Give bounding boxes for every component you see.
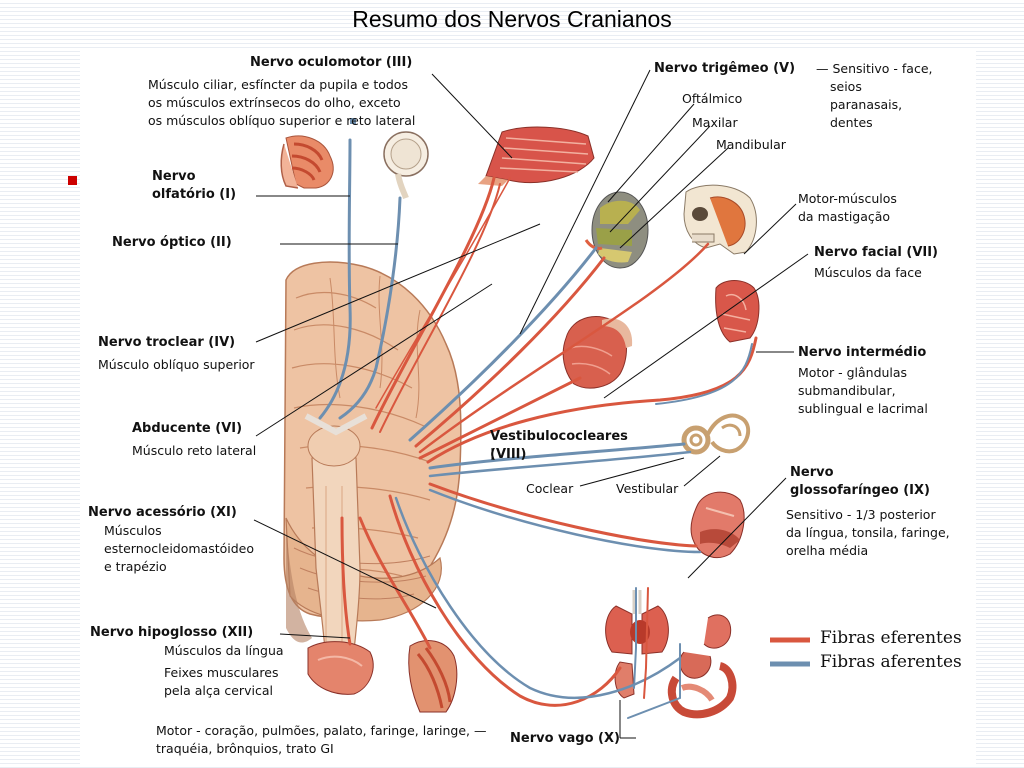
oral-pharynx-illustration (690, 491, 745, 558)
label-trigeminal-ophthalmic: Oftálmico (682, 91, 743, 106)
label-accessory-desc-2: esternocleidomastóideo (104, 541, 255, 556)
tongue-hyoid-illustration (307, 641, 374, 695)
label-trigeminal-motor-2: da mastigação (798, 209, 891, 224)
label-oculomotor-desc-1: Músculo ciliar, esfíncter da pupila e to… (148, 77, 408, 92)
brain-illustration (283, 261, 462, 689)
diagram-panel: Nervo oculomotor (III) Músculo ciliar, e… (80, 48, 976, 764)
nerve-fibers (318, 138, 758, 719)
intermediate-nerve-head-illustration (715, 280, 760, 343)
inner-ear-illustration (681, 413, 751, 455)
label-trigeminal-desc-2: seios (830, 79, 862, 94)
label-vagus-desc-1: Motor - coração, pulmões, palato, faring… (156, 723, 487, 738)
label-oculomotor-name: Nervo oculomotor (III) (250, 55, 413, 70)
label-oculomotor-desc-2: os músculos extrínsecos do olho, exceto (148, 95, 401, 110)
trigeminal-face-illustration (584, 191, 649, 269)
label-olfactory-name-1: Nervo (152, 169, 196, 184)
label-abducens-name: Abducente (VI) (132, 421, 243, 436)
label-vagus-name: Nervo vago (X) (510, 731, 620, 746)
label-cochlear: Coclear (526, 481, 574, 496)
label-trigeminal-motor-1: Motor-músculos (798, 191, 897, 206)
label-glossopharyngeal-name-1: Nervo (790, 465, 834, 480)
slide-title: Resumo dos Nervos Cranianos (352, 6, 672, 32)
label-intermediate-desc-1: Motor - glândulas (798, 365, 908, 380)
label-trochlear-desc: Músculo oblíquo superior (98, 357, 255, 372)
label-intermediate-name: Nervo intermédio (798, 345, 927, 360)
label-glossopharyngeal-desc-3: orelha média (786, 543, 869, 558)
label-olfactory-name-2: olfatório (I) (152, 187, 237, 202)
label-trochlear-name: Nervo troclear (IV) (98, 335, 236, 350)
label-accessory-desc-3: e trapézio (104, 559, 167, 574)
label-glossopharyngeal-desc-2: da língua, tonsila, faringe, (786, 525, 950, 540)
label-glossopharyngeal-name-2: glossofaríngeo (IX) (790, 483, 930, 498)
label-optic-name: Nervo óptico (II) (112, 235, 232, 250)
label-intermediate-desc-3: sublingual e lacrimal (798, 401, 928, 416)
label-facial-desc: Músculos da face (814, 265, 922, 280)
label-abducens-desc: Músculo reto lateral (132, 443, 257, 458)
label-vagus-desc-2: traquéia, brônquios, trato GI (156, 741, 334, 756)
label-intermediate-desc-2: submandibular, (798, 383, 896, 398)
label-accessory-desc-1: Músculos (104, 523, 162, 538)
label-vestibulocochlear-name-2: (VIII) (490, 447, 527, 462)
label-hypoglossal-desc-3: pela alça cervical (164, 683, 273, 698)
label-trigeminal-desc-4: dentes (830, 115, 873, 130)
label-accessory-name: Nervo acessório (XI) (88, 505, 237, 520)
label-vestibular: Vestibular (616, 481, 679, 496)
cranial-nerves-illustration (253, 69, 810, 739)
label-glossopharyngeal-desc-1: Sensitivo - 1/3 posterior (786, 507, 936, 522)
label-vestibulocochlear-name-1: Vestibulococleares (490, 429, 628, 444)
nose-olfactory-illustration (280, 135, 334, 189)
label-hypoglossal-desc-1: Músculos da língua (164, 643, 284, 658)
label-trigeminal-name: Nervo trigêmeo (V) (654, 61, 796, 76)
skull-mastication-illustration (683, 184, 757, 255)
label-trigeminal-mandibular: Mandibular (716, 137, 786, 152)
label-facial-name: Nervo facial (VII) (814, 245, 939, 260)
neck-muscles-illustration (408, 640, 458, 713)
orbit-muscles-illustration (478, 126, 595, 186)
label-hypoglossal-desc-2: Feixes musculares (164, 665, 279, 680)
leader-lines (253, 69, 809, 739)
label-trigeminal-maxillary: Maxilar (692, 115, 738, 130)
label-trigeminal-desc-1: — Sensitivo - face, (816, 61, 933, 76)
eyeball-illustration (383, 131, 429, 200)
label-trigeminal-desc-3: paranasais, (830, 97, 903, 112)
facial-muscles-head-illustration (562, 316, 633, 389)
label-oculomotor-desc-3: os músculos oblíquo superior e reto late… (148, 113, 416, 128)
scalp-icon-small (350, 118, 356, 124)
digestive-tract-illustration (667, 614, 737, 719)
bullet-marker (68, 176, 77, 185)
label-hypoglossal-name: Nervo hipoglosso (XII) (90, 625, 254, 640)
legend-afferent-label: Fibras aferentes (820, 652, 962, 672)
legend-efferent-label: Fibras eferentes (820, 628, 962, 648)
